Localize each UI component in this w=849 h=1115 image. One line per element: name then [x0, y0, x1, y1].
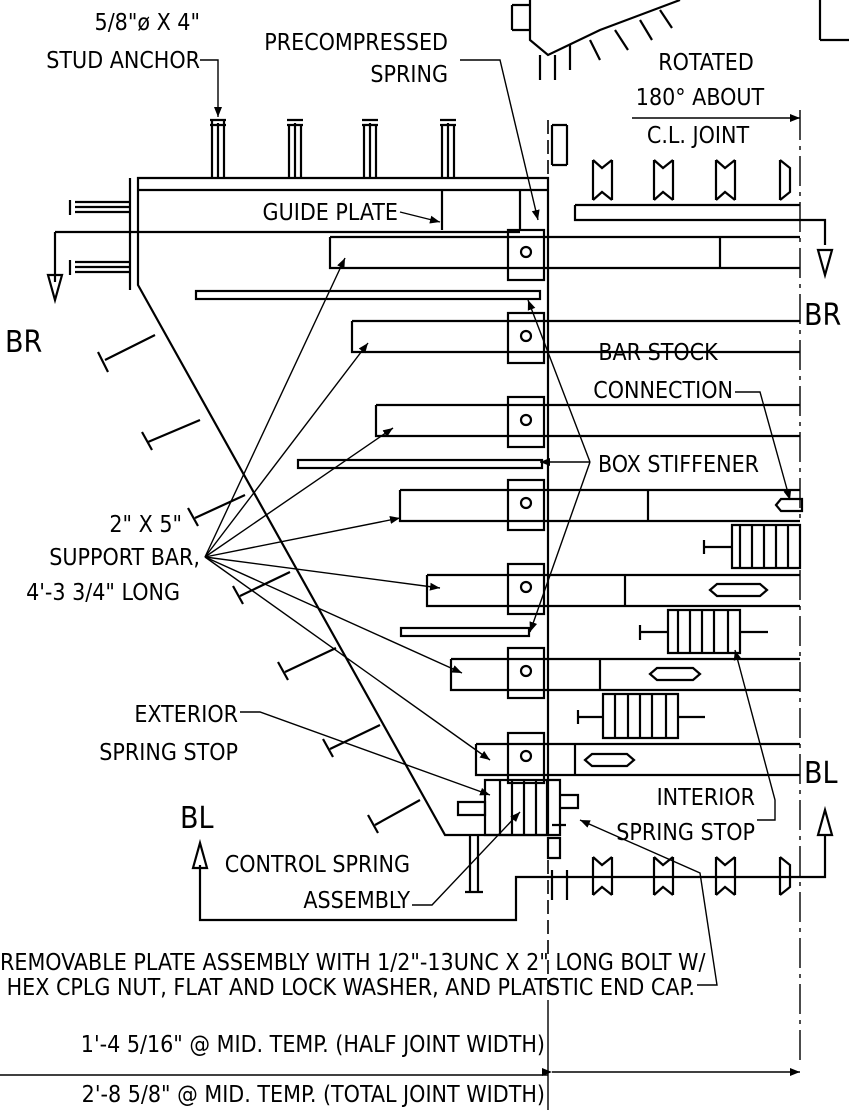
removable-plate-label-2: HEX CPLG NUT, FLAT AND LOCK WASHER, AND …	[7, 975, 695, 1001]
precompressed-label: PRECOMPRESSED	[264, 30, 448, 56]
bar-stock-label: BAR STOCK	[598, 340, 718, 366]
bl-section-line	[198, 835, 827, 922]
box-stiffener-label: BOX STIFFENER	[598, 452, 759, 478]
removable-plate-label: REMOVABLE PLATE ASSEMBLY WITH 1/2"-13UNC…	[0, 950, 706, 976]
support-bar-label-2: SUPPORT BAR,	[49, 545, 200, 571]
support-bar-label: 2" X 5"	[109, 512, 182, 538]
guide-plate	[440, 190, 522, 230]
interior-stop-label-2: SPRING STOP	[616, 820, 755, 846]
upper-plate-fragment	[510, 0, 849, 80]
rotated-label-3: C.L. JOINT	[647, 123, 750, 149]
control-spring	[456, 778, 580, 894]
exterior-stop-label: EXTERIOR	[134, 702, 238, 728]
total-joint-dimension: 2'-8 5/8" @ MID. TEMP. (TOTAL JOINT WIDT…	[82, 1082, 545, 1108]
exterior-stop-label-2: SPRING STOP	[99, 740, 238, 766]
control-spring-label: CONTROL SPRING	[225, 852, 410, 878]
bl-label-left: BL	[180, 801, 214, 836]
half-joint-dimension: 1'-4 5/16" @ MID. TEMP. (HALF JOINT WIDT…	[81, 1032, 545, 1058]
stud-anchor-label: 5/8"ø X 4"	[95, 10, 200, 36]
stud-anchor-label-2: STUD ANCHOR	[46, 48, 200, 74]
bl-label-right: BL	[804, 756, 838, 791]
rotated-label-2: 180° ABOUT	[636, 85, 765, 111]
br-label-right: BR	[804, 298, 841, 333]
shear-studs-right	[550, 123, 792, 900]
leaders	[200, 59, 800, 986]
stud-anchors-left	[68, 200, 421, 834]
support-bar-label-3: 4'-3 3/4" LONG	[26, 580, 180, 606]
br-section-line	[53, 230, 520, 282]
guide-plate-label: GUIDE PLATE	[263, 200, 398, 226]
bar-stock-label-2: CONNECTION	[593, 378, 733, 404]
control-spring-label-2: ASSEMBLY	[303, 888, 410, 914]
rotated-label: ROTATED	[658, 50, 754, 76]
spring-box-column	[506, 228, 546, 785]
interior-stop-label: INTERIOR	[657, 785, 755, 811]
spring-assemblies	[576, 523, 802, 740]
bar-stock-hexes	[583, 497, 804, 768]
stud-anchors-top	[210, 118, 456, 178]
br-label-left: BR	[5, 325, 42, 360]
box-outline	[136, 176, 550, 837]
precompressed-label-2: SPRING	[370, 62, 448, 88]
dimension-lines	[0, 1000, 800, 1110]
support-bars	[328, 235, 800, 777]
box-stiffeners	[194, 289, 544, 638]
